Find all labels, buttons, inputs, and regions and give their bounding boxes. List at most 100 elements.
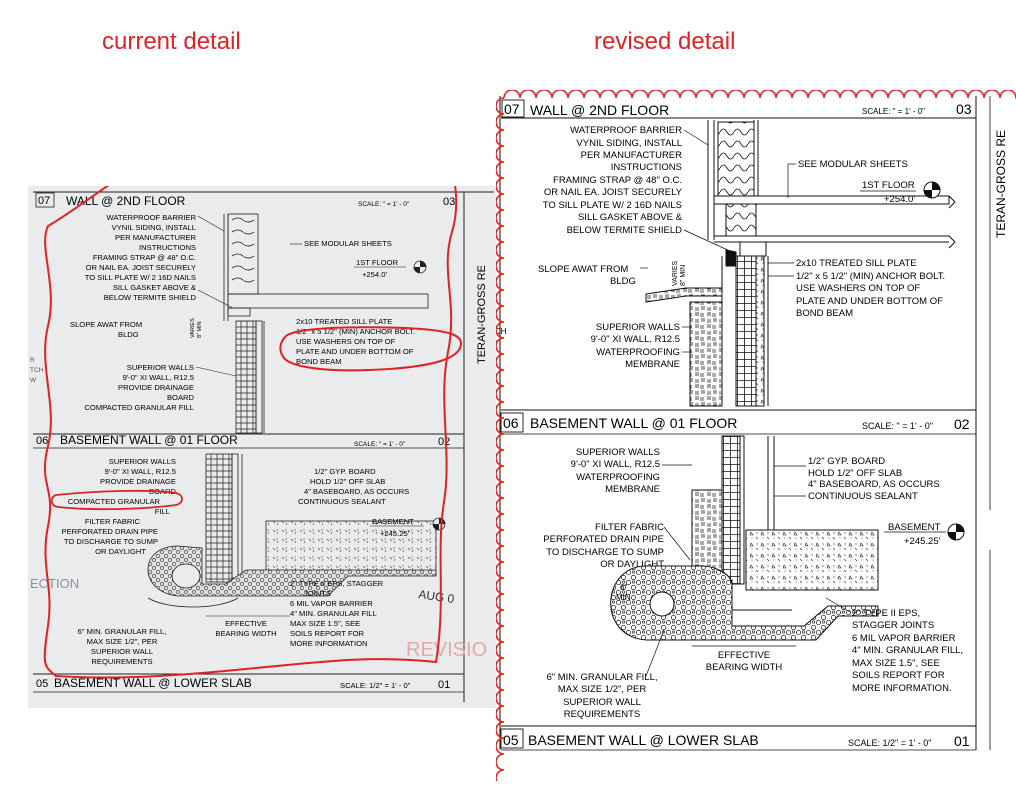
- revised-d05-scale: SCALE: 1/2" = 1' - 0": [848, 738, 931, 748]
- revised-d05-title-block: 05 BASEMENT WALL @ LOWER SLAB SCALE: 1/2…: [500, 728, 970, 749]
- revised-d06-eps-notes: 2" TYPE II EPS, STAGGER JOINTS 6 MIL VAP…: [852, 608, 963, 694]
- current-revision-stamp: REVISIO: [406, 639, 487, 661]
- note: 2x10 TREATED SILL PLATE: [296, 317, 392, 326]
- fragment: R: [30, 357, 35, 364]
- current-d06-scale: SCALE: " = 1' - 0": [354, 441, 406, 448]
- note: 6": [620, 583, 627, 592]
- revised-d06-pipe-min: 6" MIN: [616, 583, 631, 602]
- note: MAX SIZE 1/2", PER: [87, 637, 158, 646]
- note: 4" MIN. GRANULAR FILL: [290, 609, 377, 618]
- note: PLATE AND UNDER BOTTOM OF: [796, 296, 943, 307]
- note: SUPERIOR WALLS: [127, 363, 194, 372]
- current-d07-number: 07: [38, 195, 50, 207]
- revised-d06-drain-notes: FILTER FABRIC PERFORATED DRAIN PIPE TO D…: [543, 522, 664, 570]
- floor-elevation: +254.0': [884, 194, 915, 205]
- revised-d07-left-notes: WATERPROOF BARRIER VYNIL SIDING, INSTALL…: [543, 125, 683, 236]
- note: PROVIDE DRAINAGE: [118, 383, 194, 392]
- current-left-fragments: R TCH W: [30, 357, 44, 384]
- revision-cloud-path: [495, 89, 1016, 786]
- varies-label: VARIES: [190, 318, 196, 338]
- current-d06-title-block: 06 BASEMENT WALL @ 01 FLOOR SCALE: " = 1…: [36, 433, 450, 448]
- note: 6" MIN. GRANULAR FILL,: [546, 672, 657, 683]
- note: PER MANUFACTURER: [115, 233, 197, 242]
- current-red-markup-cloud: [279, 326, 463, 372]
- note: 9'-0" XI WALL, R12.5: [105, 467, 176, 476]
- revised-d07-wall-notes: SUPERIOR WALLS 9'-0" XI WALL, R12.5 WATE…: [591, 322, 680, 370]
- revised-d06-title: BASEMENT WALL @ 01 FLOOR: [530, 415, 737, 431]
- note: TO DISCHARGE TO SUMP: [546, 547, 664, 558]
- note: WATERPROOF BARRIER: [107, 213, 197, 222]
- min-label: 8" MIN: [680, 265, 687, 286]
- note: BOND BEAM: [796, 308, 853, 319]
- note: 1/2" x 5 1/2" (MIN) ANCHOR BOLT.: [296, 327, 415, 336]
- revised-d06-number: 06: [503, 415, 519, 431]
- current-red-fill-markup: [50, 489, 183, 511]
- revised-d07-sill-notes: 2x10 TREATED SILL PLATE 1/2" x 5 1/2" (M…: [796, 258, 945, 319]
- current-detail-drawing: 07 WALL @ 2ND FLOOR SCALE: " = 1' - 0" 0…: [30, 122, 494, 702]
- floor-elevation: +254.0': [362, 270, 387, 279]
- current-d07-varies-dim: VARIES 8" MIN: [190, 318, 203, 338]
- note: COMPACTED GRANULAR FILL: [84, 403, 194, 412]
- current-d05-scale: SCALE: 1/2" = 1' - 0": [340, 681, 411, 690]
- fragment: W: [30, 377, 37, 384]
- note: REQUIREMENTS: [564, 709, 641, 720]
- current-d07-left-notes: WATERPROOF BARRIER VYNIL SIDING, INSTALL…: [85, 213, 197, 302]
- note: SOILS REPORT FOR: [852, 670, 945, 681]
- note: 1/2" GYP. BOARD: [314, 467, 376, 476]
- note: FILTER FABRIC: [85, 517, 141, 526]
- note: VYNIL SIDING, INSTALL: [576, 138, 682, 149]
- revised-d07-varies-dim: VARIES 8" MIN: [672, 261, 687, 286]
- note: 2" TYPE II EPS,: [852, 608, 920, 619]
- revised-d07-ref: 03: [956, 101, 972, 117]
- current-d06-wall-section: [147, 453, 437, 608]
- note: PROVIDE DRAINAGE: [100, 477, 176, 486]
- current-d06-eps-notes: 2" TYPE II EPS, STAGGER JOINTS 6 MIL VAP…: [290, 579, 384, 648]
- note: 9'-0" XI WALL, R12.5: [591, 334, 680, 345]
- current-d06-granular-notes: 6" MIN. GRANULAR FILL, MAX SIZE 1/2", PE…: [78, 627, 167, 666]
- note: BLDG: [610, 276, 636, 287]
- current-side-title: TERAN-GROSS RE: [476, 265, 488, 364]
- current-section-fragment: ECTION: [30, 576, 79, 591]
- note: PERFORATED DRAIN PIPE: [543, 534, 664, 545]
- note: OR DAYLIGHT: [95, 547, 146, 556]
- note: USE WASHERS ON TOP OF: [296, 337, 396, 346]
- revised-d07-floor-marker: 1ST FLOOR +254.0': [860, 180, 941, 205]
- note: SILL GASKET ABOVE &: [113, 283, 196, 292]
- current-d07-slope-note: SLOPE AWAT FROM BLDG: [70, 320, 142, 339]
- current-date-stamp: AUG 0: [418, 587, 456, 606]
- note: EFFECTIVE: [718, 650, 770, 661]
- revised-d06-ref: 02: [954, 416, 970, 432]
- note: PLATE AND UNDER BOTTOM OF: [296, 347, 414, 356]
- note: SUPERIOR WALLS: [596, 322, 680, 333]
- current-d07-floor-marker: 1ST FLOOR +254.0': [354, 258, 427, 279]
- revised-d07-scale: SCALE: " = 1' - 0": [862, 107, 925, 116]
- revised-d06-wall-section: [610, 435, 879, 641]
- note: 6 MIL VAPOR BARRIER: [852, 633, 956, 644]
- note: MIN: [616, 593, 631, 602]
- current-detail-panel: 07 WALL @ 2ND FLOOR SCALE: " = 1' - 0" 0…: [28, 122, 496, 708]
- revised-d05-ref: 01: [954, 733, 970, 749]
- note: BOND BEAM: [296, 357, 342, 366]
- current-d06-bearing-dim: EFFECTIVE BEARING WIDTH: [206, 615, 290, 638]
- note: BLDG: [118, 330, 139, 339]
- current-d07-sill-notes: 2x10 TREATED SILL PLATE 1/2" x 5 1/2" (M…: [296, 317, 415, 366]
- current-d06-right-notes: 1/2" GYP. BOARD HOLD 1/2" OFF SLAB 4" BA…: [298, 467, 409, 506]
- revised-d07-title: WALL @ 2ND FLOOR: [530, 102, 669, 118]
- current-detail-heading: current detail: [102, 28, 241, 55]
- note: EFFECTIVE: [225, 619, 267, 628]
- varies-label: VARIES: [672, 261, 679, 286]
- note: CONTINUOUS SEALANT: [298, 497, 386, 506]
- fragment: TCH: [30, 367, 44, 374]
- revised-d06-bearing-dim: EFFECTIVE BEARING WIDTH: [692, 645, 796, 673]
- note: CONTINUOUS SEALANT: [808, 491, 918, 502]
- current-d07-wall-section: [223, 213, 429, 434]
- current-d05-title: BASEMENT WALL @ LOWER SLAB: [54, 676, 252, 690]
- note: WATERPROOF BARRIER: [570, 125, 682, 136]
- note: HOLD 1/2" OFF SLAB: [310, 477, 385, 486]
- note: BEARING WIDTH: [215, 629, 276, 638]
- note: 2" TYPE II EPS, STAGGER: [290, 579, 384, 588]
- note: SUPERIOR WALL: [563, 697, 641, 708]
- note: SLOPE AWAT FROM: [70, 320, 142, 329]
- note: FRAMING STRAP @ 48" O.C.: [93, 253, 196, 262]
- note: BOARD: [167, 393, 195, 402]
